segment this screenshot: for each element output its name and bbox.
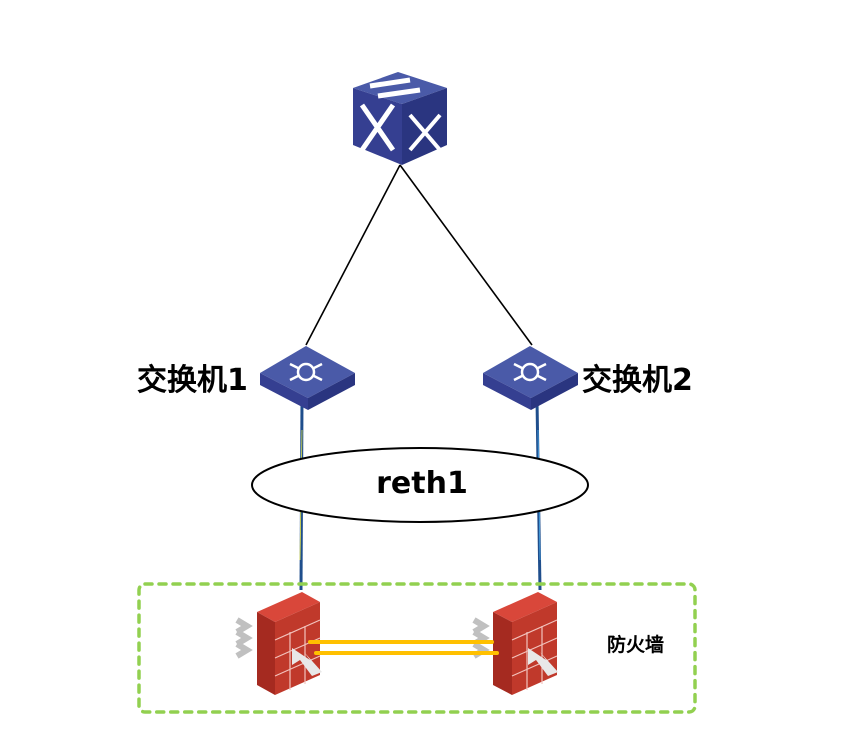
link-core-sw1 — [305, 164, 401, 346]
firewall2-icon[interactable] — [472, 592, 558, 695]
firewall1-icon[interactable] — [235, 592, 322, 695]
reth-group-ellipse — [251, 447, 589, 523]
reth-label: reth1 — [376, 466, 468, 501]
switch2-label: 交换机2 — [582, 363, 693, 398]
firewall-group-border — [137, 582, 697, 714]
switch2-icon[interactable] — [483, 346, 578, 410]
switch1-label: 交换机1 — [137, 363, 248, 398]
switch1-icon[interactable] — [260, 346, 355, 410]
heartbeat-link — [308, 640, 499, 655]
core-switch-icon[interactable] — [353, 72, 447, 165]
firewall-group-label: 防火墙 — [607, 634, 665, 656]
link-core-sw2 — [399, 164, 533, 346]
